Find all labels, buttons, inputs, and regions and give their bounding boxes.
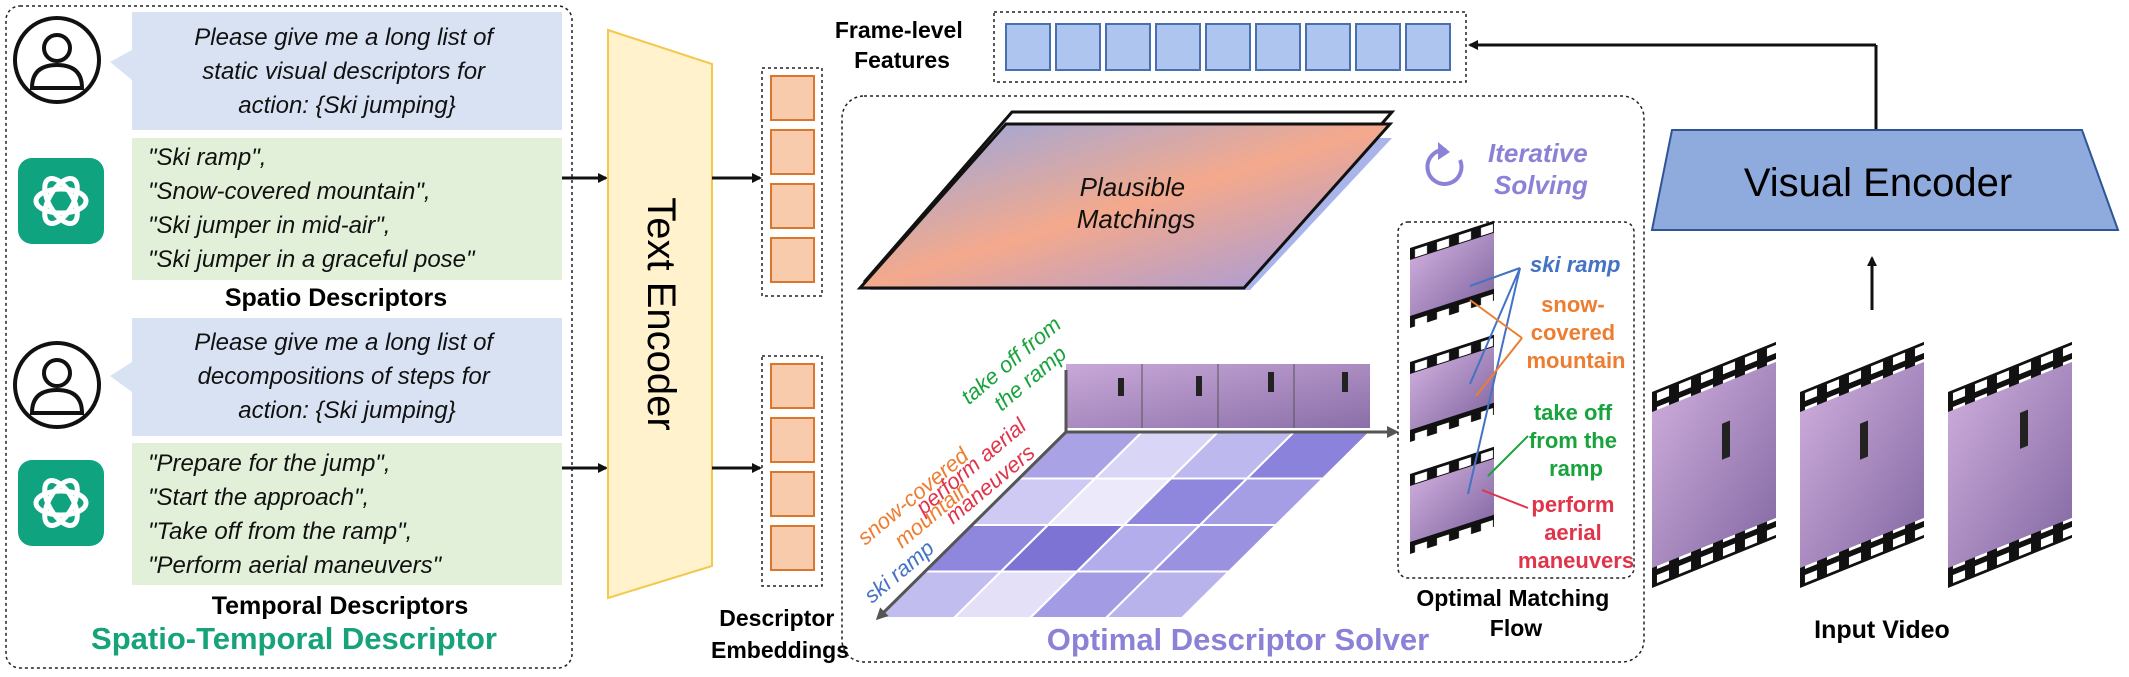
svg-text:"Ski ramp", "Snow-cove: "Ski ramp", "Snow-covered mountain", "Sk… (148, 144, 476, 273)
flow-border (1397, 221, 1635, 579)
reply-box-temporal: "Prepare for the jump", "Start the appro… (132, 443, 562, 585)
svg-text:"Prepare for the jump",: "Prepare for the jump", "Start the appro… (148, 450, 443, 579)
prompt-spatio-line: action: {Ski jumping} (238, 92, 455, 119)
feature-cell (1255, 23, 1301, 71)
embedding-cell (770, 363, 815, 409)
film-strip-small (1410, 220, 1494, 328)
embedding-cell (770, 471, 815, 517)
film-strip-small (1410, 446, 1494, 554)
text-encoder-label: Text Encoder (639, 197, 683, 430)
feature-cell (1355, 23, 1401, 71)
plausible-label: Plausible (1080, 172, 1186, 202)
feature-cell (1205, 23, 1251, 71)
feature-cell (1105, 23, 1151, 71)
flow-label-perform: perform aerial maneuvers (1518, 492, 1634, 573)
prompt-temporal-line: decompositions of steps for (198, 363, 491, 390)
svg-text:Please give me a long list of: Please give me a long list of decomposit… (194, 329, 500, 424)
svg-text:Iterative Solving: Iterative Solving (1488, 138, 1595, 200)
reply-temporal-line: "Start the approach", (148, 484, 369, 511)
feature-cell (1305, 23, 1351, 71)
visual-encoder: Visual Encoder (1650, 129, 2120, 231)
visual-encoder-label: Visual Encoder (1744, 161, 2012, 205)
solver-border (841, 95, 1645, 663)
flow-title: Optimal Matching Flow (1416, 585, 1615, 641)
video-frame (1948, 341, 2072, 588)
embedding-cell (770, 525, 815, 571)
reply-spatio-line: "Ski jumper in a graceful pose" (148, 246, 476, 273)
descriptor-embeddings-bottom (761, 355, 823, 587)
chatgpt-icon (18, 158, 104, 244)
svg-text:Plausible Matchings: Plausible Matchings (1077, 172, 1196, 234)
svg-text:Please give me a long list of: Please give me a long list of static vis… (194, 24, 500, 119)
optimal-matching-flow: ski ramp snow- covered mountain take off… (1397, 220, 1635, 641)
solver-title: Optimal Descriptor Solver (1047, 622, 1429, 657)
plausible-label: Matchings (1077, 204, 1196, 234)
frame-features (993, 11, 1467, 83)
text-encoder: Text Encoder (607, 28, 713, 600)
embedding-cell (770, 129, 815, 175)
reply-spatio-line: "Ski jumper in mid-air", (148, 212, 390, 239)
plausible-matchings: Plausible Matchings (856, 110, 1396, 290)
depth-axis-arrow (875, 430, 1068, 621)
prompt-bubble-spatio: Please give me a long list of static vis… (110, 12, 562, 130)
refresh-icon (1425, 142, 1464, 186)
frame-level-features-label: Frame-level Features (835, 17, 969, 73)
prompt-bubble-temporal: Please give me a long list of decomposit… (110, 318, 562, 436)
left-panel-border (5, 5, 573, 669)
reply-temporal-line: "Perform aerial maneuvers" (148, 552, 443, 579)
temporal-descriptors-label: Temporal Descriptors (212, 592, 469, 620)
reply-spatio-line: "Ski ramp", (148, 144, 266, 171)
feature-cell (1405, 23, 1451, 71)
flow-label-snow: snow- covered mountain (1527, 292, 1626, 373)
prompt-spatio-line: Please give me a long list of (194, 24, 495, 51)
prompt-temporal-line: Please give me a long list of (194, 329, 495, 356)
input-video-label: Input Video (1814, 616, 1950, 644)
embedding-cell (770, 183, 815, 229)
feature-cell (1005, 23, 1051, 71)
embedding-cell (770, 237, 815, 283)
feature-cell (1055, 23, 1101, 71)
descriptor-embeddings-label: Descriptor Embeddings (711, 605, 849, 663)
video-frame (1652, 341, 1776, 588)
spatio-temporal-title: Spatio-Temporal Descriptor (91, 621, 497, 656)
flow-label-takeoff: take off from the ramp (1529, 400, 1623, 481)
flow-label-ski-ramp: ski ramp (1530, 252, 1621, 277)
iterative-solving: Iterative Solving (1425, 138, 1595, 200)
film-strip-small (1410, 334, 1494, 442)
video-frame (1800, 341, 1924, 588)
spatio-temporal-panel: Please give me a long list of static vis… (5, 5, 573, 669)
descriptor-embeddings-top (761, 67, 823, 297)
chatgpt-icon (18, 460, 104, 546)
feature-cell (1155, 23, 1201, 71)
input-video: Input Video (1652, 341, 2072, 644)
embedding-cell (770, 75, 815, 121)
user-icon (13, 341, 101, 429)
reply-temporal-line: "Prepare for the jump", (148, 450, 390, 477)
frame-strip (1066, 364, 1370, 428)
reply-spatio-line: "Snow-covered mountain", (148, 178, 431, 205)
reply-box-spatio: "Ski ramp", "Snow-covered mountain", "Sk… (132, 138, 562, 280)
reply-temporal-line: "Take off from the ramp", (148, 518, 412, 545)
optimal-descriptor-solver: Plausible Matchings Iterative Solving (841, 95, 1645, 663)
prompt-spatio-line: static visual descriptors for (202, 58, 486, 85)
embedding-cell (770, 417, 815, 463)
user-icon (13, 16, 101, 104)
prompt-temporal-line: action: {Ski jumping} (238, 397, 455, 424)
grid-cell (1103, 570, 1232, 619)
spatio-descriptors-label: Spatio Descriptors (225, 284, 447, 312)
